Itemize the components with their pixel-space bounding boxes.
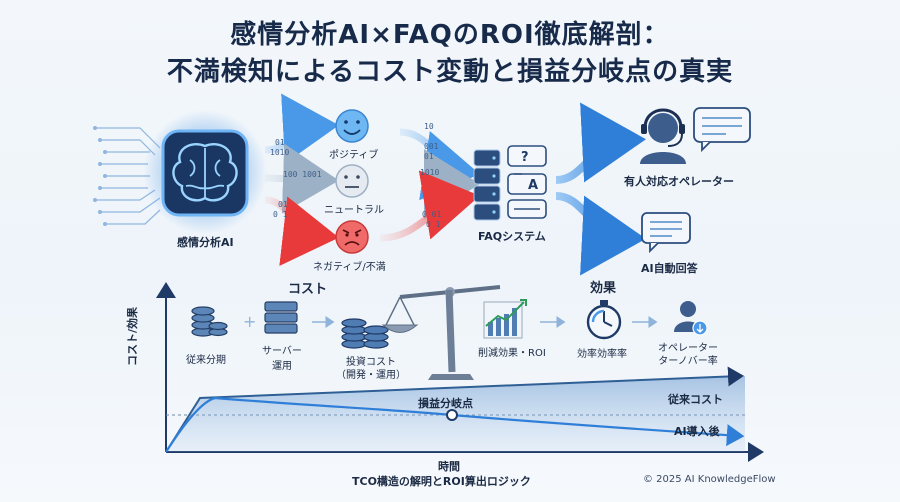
chart-y-label: コスト/効果 bbox=[126, 306, 139, 366]
arrow-to-neutral bbox=[264, 143, 339, 214]
binary-text-1: 01 bbox=[275, 138, 285, 147]
scale-icon bbox=[381, 285, 501, 380]
person-icon bbox=[674, 301, 708, 336]
circuit-nodes bbox=[93, 126, 107, 226]
effect-item-2: 効率効率率 bbox=[577, 349, 627, 360]
binary-text-9: 1010 bbox=[420, 168, 440, 177]
arrow-to-operator bbox=[555, 102, 646, 184]
legacy-cost-label: 従来コスト bbox=[668, 393, 723, 406]
coin-stack-large-icon bbox=[341, 318, 389, 349]
arrow-to-positive bbox=[264, 93, 339, 164]
binary-text-5: 0 1 bbox=[273, 210, 288, 219]
effect-item-1: 削減効果・ROI bbox=[478, 348, 546, 359]
cost-header: コスト bbox=[288, 282, 328, 297]
faq-answer-glyph: A bbox=[528, 178, 538, 193]
brain-icon bbox=[143, 110, 267, 234]
sentiment-negative-label: ネガティブ/不満 bbox=[313, 262, 386, 273]
binary-text-4: 01 bbox=[278, 200, 288, 209]
effect-header: 効果 bbox=[590, 281, 617, 296]
page-title: 感情分析AI×FAQのROI徹底解剖： bbox=[230, 20, 670, 50]
cost-item-3: 投資コスト （開発・運用） bbox=[336, 357, 406, 381]
faq-lines bbox=[514, 173, 540, 210]
sentiment-neutral-label: ニュートラル bbox=[324, 205, 384, 216]
bar-chart-icon bbox=[483, 299, 527, 339]
plus-sign: + bbox=[243, 312, 256, 331]
arrow-to-negative bbox=[264, 196, 339, 266]
coin-stack-icon bbox=[191, 306, 228, 337]
chart-x-label: 時間 bbox=[438, 460, 460, 473]
smile-icon bbox=[335, 109, 369, 143]
footer-caption: TCO構造の解明とROI算出ロジック bbox=[352, 475, 531, 488]
binary-text-11: 0 1 bbox=[426, 220, 441, 229]
operator-label: 有人対応オペレーター bbox=[624, 175, 734, 188]
page-subtitle: 不満検知によるコスト変動と損益分岐点の真実 bbox=[166, 57, 734, 87]
sentiment-positive-label: ポジティブ bbox=[329, 150, 379, 161]
arrow-negative-to-faq bbox=[379, 170, 480, 242]
breakeven-point bbox=[446, 409, 458, 421]
stopwatch-icon bbox=[586, 300, 622, 340]
faq-question-glyph: ? bbox=[521, 150, 529, 165]
binary-text-10: 0 01 bbox=[422, 210, 442, 219]
binary-text-8: 01 bbox=[424, 152, 434, 161]
ai-cost-line bbox=[165, 396, 745, 453]
auto-answer-icon bbox=[641, 212, 691, 254]
breakeven-label: 損益分岐点 bbox=[418, 397, 473, 410]
binary-text-6: 10 bbox=[424, 122, 434, 131]
binary-text-7: 001 bbox=[424, 142, 439, 151]
ai-cost-label: AI導入後 bbox=[674, 425, 720, 438]
headset-operator-icon bbox=[640, 108, 686, 164]
copyright-text: © 2025 AI KnowledgeFlow bbox=[643, 474, 776, 485]
arrow-to-auto bbox=[555, 192, 646, 276]
chat-bubble-icon bbox=[693, 107, 751, 153]
binary-text-3: 100 1001 bbox=[283, 170, 322, 179]
cost-item-2: サーバー 運用 bbox=[262, 346, 302, 372]
auto-answer-label: AI自動回答 bbox=[641, 262, 698, 275]
faq-bubbles bbox=[507, 145, 547, 219]
ai-label: 感情分析AI bbox=[177, 236, 234, 249]
server-icon bbox=[264, 301, 298, 334]
database-icon bbox=[473, 149, 501, 221]
faq-label: FAQシステム bbox=[478, 230, 546, 243]
cost-item-1: 従来分期 bbox=[186, 355, 226, 366]
binary-text-2: 1010 bbox=[270, 148, 290, 157]
neutral-face-icon bbox=[335, 164, 369, 198]
angry-face-icon bbox=[335, 220, 369, 254]
effect-item-3: オペレーター ターノバー率 bbox=[658, 343, 718, 367]
